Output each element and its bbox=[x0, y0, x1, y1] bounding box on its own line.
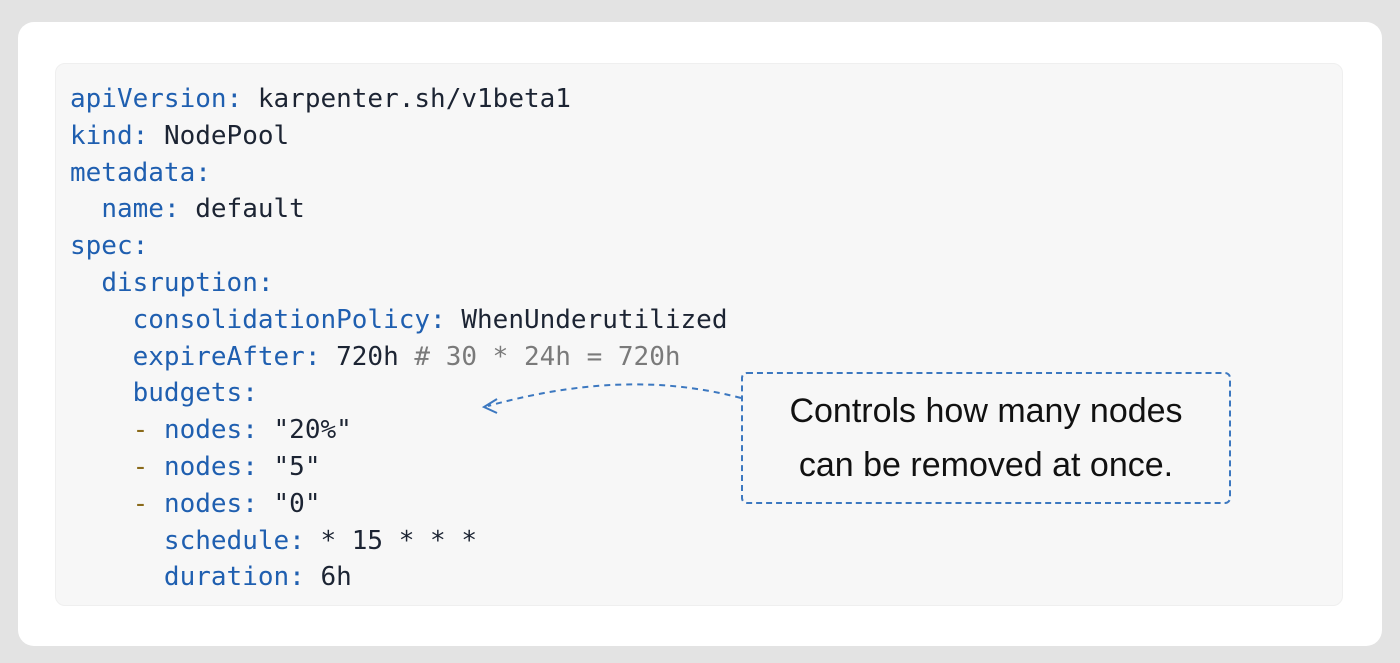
code-line: expireAfter: 720h # 30 * 24h = 720h bbox=[70, 339, 727, 376]
code-line: - nodes: "5" bbox=[70, 449, 727, 486]
yaml-value: "20%" bbox=[273, 415, 352, 446]
code-line: disruption: bbox=[70, 265, 727, 302]
code-line: duration: 6h bbox=[70, 559, 727, 596]
yaml-key: nodes bbox=[163, 415, 243, 446]
yaml-value: default bbox=[195, 194, 305, 225]
yaml-value: * 15 * * * bbox=[320, 525, 478, 556]
list-dash: - bbox=[132, 415, 164, 446]
yaml-key: consolidationPolicy bbox=[132, 304, 431, 335]
callout-line-2: can be removed at once. bbox=[798, 446, 1174, 484]
code-line: apiVersion: karpenter.sh/v1beta1 bbox=[70, 84, 571, 114]
code-line: budgets: bbox=[70, 375, 727, 412]
yaml-key: disruption bbox=[101, 267, 258, 298]
yaml-value: karpenter.sh/v1beta1 bbox=[257, 84, 571, 114]
yaml-key: duration bbox=[163, 562, 290, 593]
code-line: - nodes: "20%" bbox=[70, 412, 727, 449]
yaml-key: nodes bbox=[163, 451, 243, 482]
code-indent bbox=[70, 415, 133, 445]
code-indent bbox=[70, 194, 101, 224]
code-line: spec: bbox=[70, 231, 149, 262]
code-line: metadata: bbox=[70, 157, 211, 188]
list-dash: - bbox=[132, 451, 164, 482]
code-indent bbox=[70, 378, 133, 408]
yaml-key: expireAfter bbox=[132, 341, 305, 372]
code-indent bbox=[70, 268, 101, 298]
code-line: kind: NodePool bbox=[70, 120, 290, 151]
yaml-key: budgets bbox=[132, 378, 243, 409]
callout-box: Controls how many nodes can be removed a… bbox=[741, 372, 1231, 504]
list-dash: - bbox=[132, 488, 164, 519]
code-indent bbox=[70, 562, 164, 592]
yaml-value: WhenUnderutilized bbox=[461, 304, 728, 335]
yaml-key: nodes bbox=[163, 488, 243, 519]
yaml-value: NodePool bbox=[163, 120, 290, 151]
code-indent bbox=[70, 526, 164, 556]
yaml-key: schedule bbox=[163, 525, 290, 556]
yaml-code-block: apiVersion: karpenter.sh/v1beta1 kind: No… bbox=[70, 81, 727, 596]
yaml-key: spec bbox=[70, 231, 133, 262]
yaml-key: kind bbox=[70, 120, 133, 151]
yaml-key: name bbox=[101, 194, 164, 225]
code-indent bbox=[70, 342, 133, 372]
yaml-value: "0" bbox=[273, 488, 321, 519]
yaml-value: 6h bbox=[320, 562, 352, 593]
code-indent bbox=[70, 452, 133, 482]
yaml-value: 720h bbox=[336, 341, 399, 372]
yaml-comment: # 30 * 24h = 720h bbox=[414, 341, 681, 372]
code-indent bbox=[70, 489, 133, 519]
yaml-value: "5" bbox=[273, 451, 321, 482]
code-line: consolidationPolicy: WhenUnderutilized bbox=[70, 302, 728, 339]
yaml-key: apiVersion bbox=[70, 84, 227, 114]
code-line: schedule: * 15 * * * bbox=[70, 523, 727, 560]
code-indent bbox=[70, 305, 133, 335]
code-line: name: default bbox=[70, 191, 727, 228]
code-panel bbox=[55, 63, 1343, 606]
yaml-key: metadata bbox=[70, 157, 196, 188]
code-line: - nodes: "0" bbox=[70, 486, 727, 523]
callout-line-1: Controls how many nodes bbox=[789, 392, 1183, 430]
